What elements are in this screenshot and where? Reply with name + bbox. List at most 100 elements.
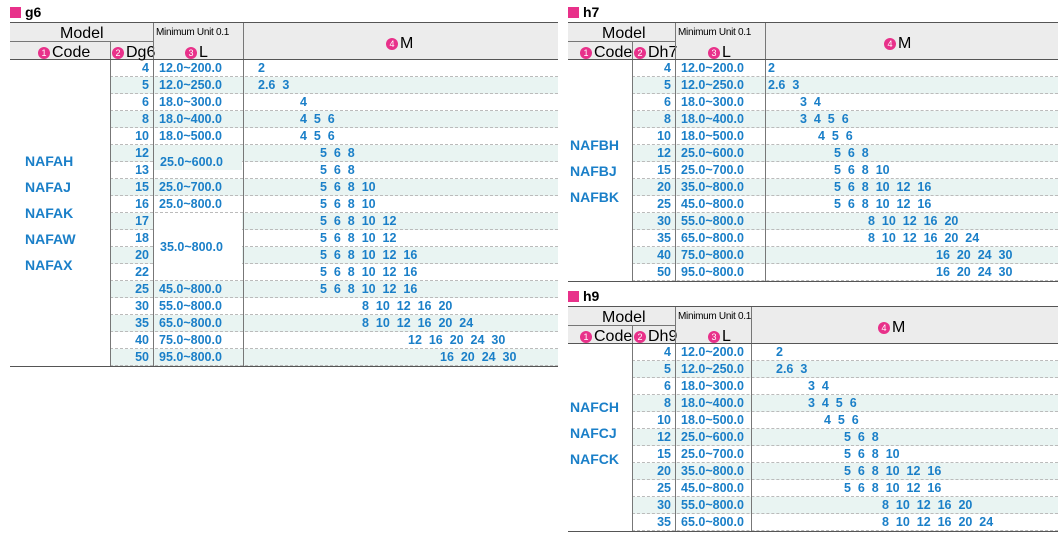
l-merge-cover: 25.0~600.0 [154, 153, 242, 170]
d-value: 15 [657, 447, 671, 461]
l-value: 45.0~800.0 [681, 481, 744, 495]
l-value: 12.0~250.0 [159, 78, 222, 92]
m-values: 16 20 24 30 [440, 350, 517, 364]
l-value: 18.0~400.0 [159, 112, 222, 126]
badge-2-icon: 2 [112, 46, 124, 59]
m-values: 3 4 5 6 [808, 396, 857, 410]
l-value: 18.0~500.0 [159, 129, 222, 143]
m-values: 4 5 6 [300, 129, 335, 143]
badge-3-icon: 3 [185, 46, 197, 59]
model-code: NAFAW [25, 231, 76, 247]
l-value: 18.0~300.0 [681, 379, 744, 393]
m-values: 5 6 8 10 12 16 [834, 180, 932, 194]
m-values: 5 6 8 [320, 146, 355, 160]
m-values: 5 6 8 10 [834, 163, 890, 177]
d-value: 35 [657, 515, 671, 529]
d-value: 30 [657, 214, 671, 228]
square-icon [10, 6, 21, 18]
m-values: 8 10 12 16 20 [882, 498, 973, 512]
model-code: NAFAH [25, 153, 74, 169]
d-value: 40 [657, 248, 671, 262]
m-values: 3 4 [808, 379, 829, 393]
m-values: 5 6 8 10 12 [320, 231, 397, 245]
d-value: 25 [657, 197, 671, 211]
l-value: 55.0~800.0 [681, 214, 744, 228]
d-value: 8 [142, 112, 149, 126]
d-value: 18 [135, 231, 149, 245]
d-value: 22 [135, 265, 149, 279]
m-values: 8 10 12 16 20 [868, 214, 959, 228]
m-values: 5 6 8 10 [320, 180, 376, 194]
m-values: 2.6 3 [776, 362, 808, 376]
badge-3-icon: 3 [708, 46, 720, 59]
d-value: 20 [135, 248, 149, 262]
l-value: 25.0~600.0 [681, 430, 744, 444]
model-label: Model [602, 309, 646, 326]
m-values: 8 10 12 16 20 [362, 299, 453, 313]
m-values: 8 10 12 16 20 24 [882, 515, 994, 529]
model-code: NAFAK [25, 205, 74, 221]
m-values: 12 16 20 24 30 [408, 333, 506, 347]
model-code: NAFBK [570, 189, 619, 205]
model-code: NAFBJ [570, 163, 617, 179]
d-value: 5 [142, 78, 149, 92]
l-value: 12.0~200.0 [681, 61, 744, 75]
l-value-merged: 35.0~800.0 [154, 213, 242, 280]
m-values: 3 4 [800, 95, 821, 109]
d-value: 40 [135, 333, 149, 347]
m-values: 3 4 5 6 [800, 112, 849, 126]
d-value: 12 [135, 146, 149, 160]
table-bottom-border [568, 281, 1058, 282]
m-values: 5 6 8 10 12 [320, 214, 397, 228]
d-value: 16 [135, 197, 149, 211]
m-values: 8 10 12 16 20 24 [362, 316, 474, 330]
l-value: 25.0~700.0 [681, 163, 744, 177]
m-values: 2.6 3 [768, 78, 800, 92]
d-value: 5 [664, 78, 671, 92]
l-value: 25.0~600.0 [681, 146, 744, 160]
section-title-h9: h9 [568, 288, 599, 304]
m-values: 4 5 6 [818, 129, 853, 143]
m-values: 5 6 8 [320, 163, 355, 177]
l-value: 95.0~800.0 [681, 265, 744, 279]
m-values: 5 6 8 10 12 16 [320, 248, 418, 262]
l-value: 18.0~300.0 [681, 95, 744, 109]
m-values: 4 5 6 [300, 112, 335, 126]
d-value: 10 [657, 129, 671, 143]
l-value: 45.0~800.0 [159, 282, 222, 296]
m-values: 4 5 6 [824, 413, 859, 427]
table-row: 30 55.0~800.0 8 10 12 16 20 [632, 213, 1058, 231]
m-values: 5 6 8 10 [844, 447, 900, 461]
section-title-g6: g6 [10, 4, 41, 20]
